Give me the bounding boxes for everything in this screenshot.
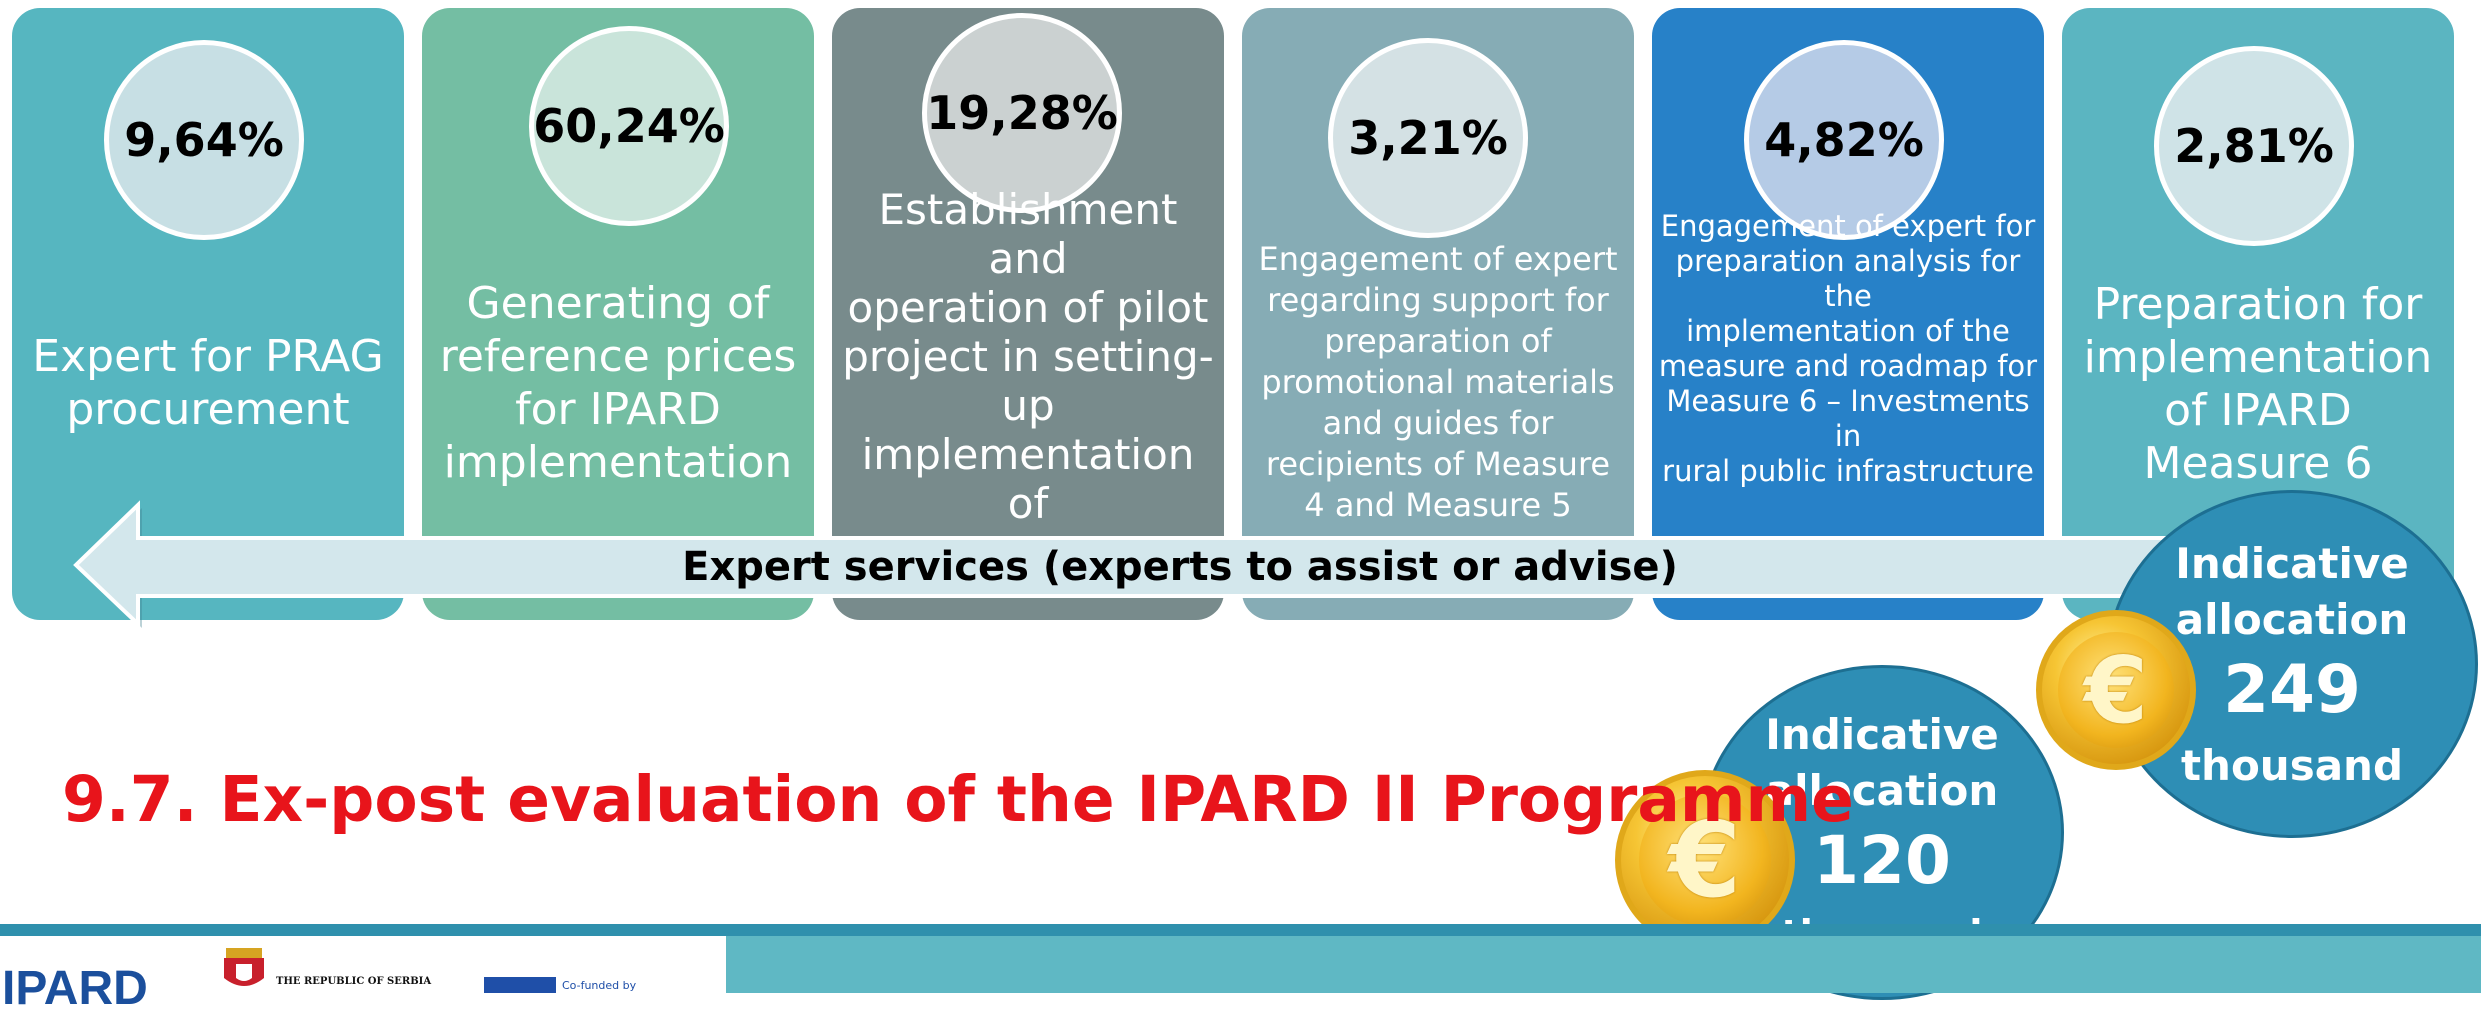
card-reference-prices: 60,24% Generating of reference prices fo… [422, 8, 814, 620]
percent-value: 3,21% [1348, 111, 1508, 165]
percent-value: 9,64% [124, 113, 284, 167]
percent-circle: 2,81% [2154, 46, 2354, 246]
serbia-label: THE REPUBLIC OF SERBIA [276, 976, 432, 987]
card-label: Engagement of expert regarding support f… [1258, 239, 1618, 524]
card-roadmap-measure6: 4,82% Engagement of expert for preparati… [1652, 8, 2044, 620]
percent-circle: 9,64% [104, 40, 304, 240]
euro-coin-icon: € [2036, 610, 2196, 770]
allocation-line2: allocation [1765, 766, 1999, 815]
card-pilot-project: 19,28% Establishment and operation of pi… [832, 8, 1224, 620]
footer-logos-area [0, 936, 726, 993]
card-label: Generating of reference prices for IPARD… [439, 278, 797, 488]
percent-circle: 4,82% [1744, 40, 1944, 240]
percent-value: 4,82% [1764, 113, 1924, 167]
allocation-line2: allocation [2175, 595, 2409, 644]
percent-value: 60,24% [533, 99, 725, 153]
card-promotional-materials: 3,21% Engagement of expert regarding sup… [1242, 8, 1634, 620]
percent-circle: 3,21% [1328, 38, 1528, 238]
footer-band [726, 936, 2481, 993]
footer-divider [0, 924, 2481, 936]
allocation-unit: thousand [2180, 741, 2404, 790]
eu-cofunded-label: Co-funded by [562, 979, 637, 992]
allocation-line1: Indicative [2175, 539, 2409, 588]
ipard-logo: IPARD [2, 962, 148, 1015]
expert-services-label: Expert services (experts to assist or ad… [682, 544, 1678, 590]
section-title: 9.7. Ex-post evaluation of the IPARD II … [62, 763, 1854, 836]
card-label: Preparation for implementation of IPARD … [2083, 279, 2433, 489]
allocation-line1: Indicative [1765, 710, 1999, 759]
percent-circle: 19,28% [922, 13, 1122, 213]
serbia-crest-icon [224, 948, 264, 986]
card-label: Establishment and operation of pilot pro… [842, 185, 1214, 577]
card-prag: 9,64% Expert for PRAG procurement [12, 8, 404, 620]
percent-circle: 60,24% [529, 26, 729, 226]
percent-value: 19,28% [926, 86, 1118, 140]
eu-flag-icon [484, 977, 556, 993]
allocation-amount: 249 [2223, 651, 2361, 728]
card-label: Engagement of expert for preparation ana… [1658, 209, 2038, 488]
allocation-amount: 120 [1813, 822, 1951, 899]
euro-coin-icon: € [1615, 770, 1795, 950]
card-label: Expert for PRAG procurement [32, 331, 384, 435]
percent-value: 2,81% [2174, 119, 2334, 173]
